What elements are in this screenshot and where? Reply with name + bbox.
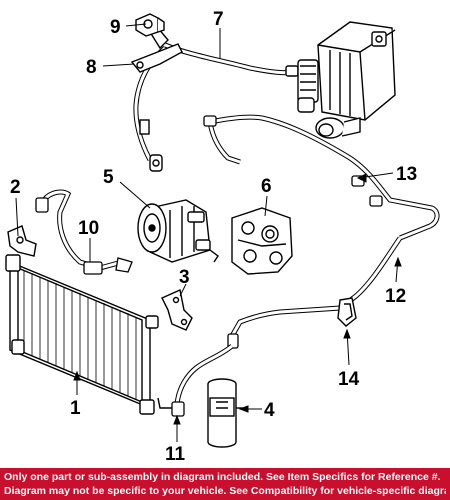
disclaimer-footer: Only one part or sub-assembly in diagram… xyxy=(0,468,450,500)
part-11-ac-line xyxy=(157,344,234,417)
part-1-condenser xyxy=(5,254,159,415)
callout-13: 13 xyxy=(396,164,417,185)
parts-diagram: 1 2 3 4 5 6 7 8 9 10 11 12 13 14 xyxy=(5,9,440,465)
callout-14: 14 xyxy=(338,369,360,390)
callout-7: 7 xyxy=(213,9,224,30)
part-13-ac-line xyxy=(203,114,440,241)
part-5-compressor xyxy=(137,199,219,263)
part-3-bracket xyxy=(161,289,193,331)
disclaimer-line-2: Diagram may not be specific to your vehi… xyxy=(4,485,446,497)
callout-2: 2 xyxy=(10,177,21,198)
leader-lines xyxy=(15,23,402,442)
part-6-compressor-bracket xyxy=(231,207,293,275)
callout-12: 12 xyxy=(385,286,406,307)
disclaimer-line-1: Only one part or sub-assembly in diagram… xyxy=(4,471,441,483)
part-14-bracket xyxy=(337,297,357,327)
callout-10: 10 xyxy=(78,218,99,239)
part-2-bracket xyxy=(7,225,37,257)
part-9-clip xyxy=(135,13,165,37)
evaporator-housing xyxy=(297,21,396,139)
callout-4: 4 xyxy=(264,400,275,421)
callout-6: 6 xyxy=(261,176,272,197)
callout-1: 1 xyxy=(70,398,81,419)
callout-3: 3 xyxy=(179,267,190,288)
callout-labels: 1 2 3 4 5 6 7 8 9 10 11 12 13 14 xyxy=(10,9,417,465)
callout-8: 8 xyxy=(86,57,97,78)
callout-9: 9 xyxy=(110,17,121,38)
callout-5: 5 xyxy=(103,167,114,188)
part-10-hose xyxy=(35,189,133,275)
part-4-receiver-drier xyxy=(207,378,244,448)
part-8-bracket xyxy=(130,27,183,73)
callout-11: 11 xyxy=(165,444,186,465)
